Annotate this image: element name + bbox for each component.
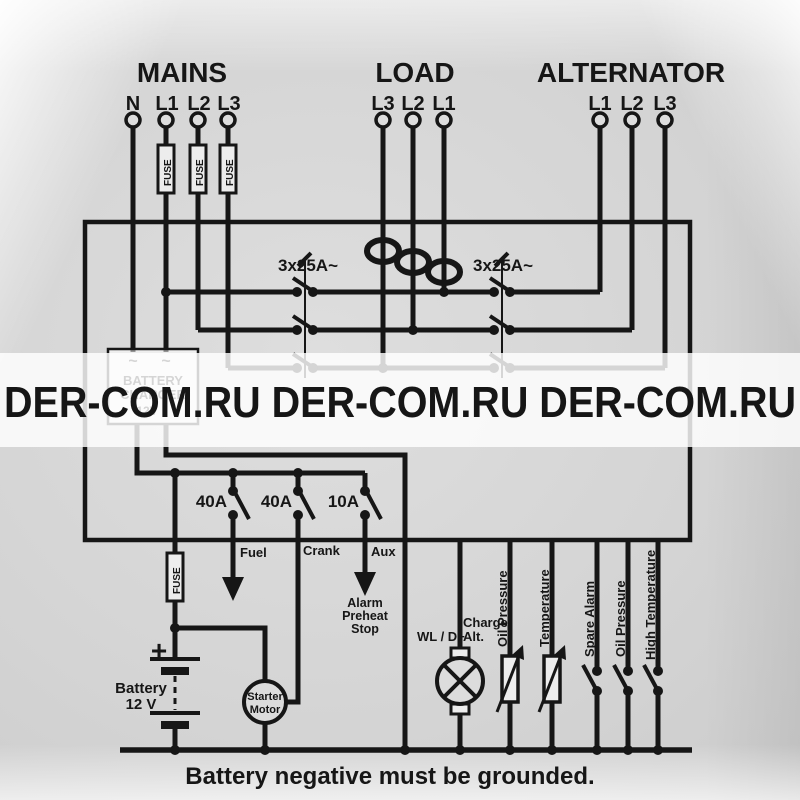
battery-voltage: 12 V	[126, 696, 157, 713]
fuse-icon	[165, 551, 185, 603]
battery-short-plates-icon	[161, 667, 189, 729]
watermark-band	[0, 353, 800, 447]
terminal-alt-l1	[591, 111, 609, 129]
breaker-wires	[230, 473, 368, 705]
output-label-crank: Crank	[303, 543, 341, 558]
sender-arrowhead-icon	[512, 645, 524, 660]
lamp-cross-icon	[442, 663, 478, 699]
wiring	[120, 127, 692, 753]
terminal-mains-l2	[189, 111, 207, 129]
sender-arrow-icon	[495, 657, 520, 713]
contactor-blades-icon	[488, 251, 516, 372]
sensor-wires	[457, 540, 661, 750]
starter-motor: Starter Motor	[242, 679, 288, 725]
current-transformers	[364, 237, 463, 286]
charge-label: Charge	[463, 615, 508, 630]
spare-alarm-label: Spare Alarm	[582, 581, 597, 657]
terminal-label: L1	[588, 93, 611, 115]
charge-lamp: WL / D+ Charge Alt.	[417, 615, 508, 716]
load-title: LOAD	[375, 57, 454, 88]
mains-contactor-rating: 3x25A~	[278, 256, 338, 275]
terminal-mains-l1	[157, 111, 175, 129]
aux-arrow-icon	[354, 572, 376, 596]
battery: + Battery 12 V	[115, 635, 200, 729]
alternator-wires	[597, 127, 668, 368]
fuse-label: FUSE	[225, 159, 236, 186]
terminal-mains-l3	[219, 111, 237, 129]
terminal-label: L3	[371, 93, 394, 115]
dc-breakers: 40A 40A 10A Fuel Crank Aux Alarm Preheat…	[196, 486, 396, 636]
watermark: DER-COM.RU DER-COM.RU DER-COM.RU	[0, 353, 800, 447]
output-label-fuel: Fuel	[240, 545, 267, 560]
fuse-label: FUSE	[163, 159, 174, 186]
battery-label: Battery	[115, 680, 167, 697]
oil-sender-label: Oil Pressure	[495, 570, 510, 647]
terminal-label: L3	[653, 93, 676, 115]
mains-wires	[130, 127, 231, 368]
fuel-arrow-icon	[222, 577, 244, 601]
fuse-icon	[156, 143, 176, 195]
battery-plus-sign: +	[151, 635, 167, 666]
dc-wires	[134, 424, 408, 750]
battery-long-plates-icon	[150, 657, 200, 715]
terminal-alt-l2	[623, 111, 641, 129]
charge-label: Alt.	[463, 629, 484, 644]
sender-arrowhead-icon	[554, 645, 566, 660]
current-transformer-icon	[394, 248, 432, 276]
starter-label: Starter	[247, 691, 283, 703]
oil-switch-label: Oil Pressure	[613, 580, 628, 657]
terminal-labels: N L1 L2 L3 L3 L2 L1 L1 L2 L3	[126, 93, 677, 115]
fuse-icon	[188, 143, 208, 195]
terminal-label: L2	[620, 93, 643, 115]
terminal-load-l2	[404, 111, 422, 129]
fuse-icon	[218, 143, 238, 195]
terminal-label: L1	[155, 93, 178, 115]
breaker-rating: 40A	[261, 492, 292, 511]
fuse-label: FUSE	[172, 567, 183, 594]
current-transformer-icon	[425, 258, 463, 286]
battery-fuse: FUSE	[165, 551, 185, 603]
mains-title: MAINS	[137, 57, 227, 88]
sender-arrow-icon	[537, 657, 562, 713]
current-transformer-icon	[364, 237, 402, 265]
terminal-alt-l3	[656, 111, 674, 129]
oil-pressure-sender: Oil Pressure	[495, 570, 524, 713]
wl-label: WL / D+	[417, 629, 465, 644]
terminal-load-l3	[374, 111, 392, 129]
watermark-text: DER-COM.RU DER-COM.RU DER-COM.RU	[4, 378, 796, 427]
generator-contactor-rating: 3x25A~	[473, 256, 533, 275]
aux-note: Stop	[351, 622, 379, 636]
terminal-load-l1	[435, 111, 453, 129]
footer-note: Battery negative must be grounded.	[185, 763, 594, 790]
terminal-label: L1	[432, 93, 455, 115]
alternator-title: ALTERNATOR	[537, 57, 725, 88]
fuse-label: FUSE	[195, 159, 206, 186]
terminals	[124, 111, 674, 129]
high-temp-label: High Temperature	[643, 550, 658, 660]
terminal-mains-n	[124, 111, 142, 129]
terminal-label: L2	[401, 93, 424, 115]
breaker-rating: 40A	[196, 492, 227, 511]
aux-note: Preheat	[342, 609, 389, 623]
aux-note: Alarm	[347, 596, 382, 610]
temperature-sender: Temperature	[537, 569, 566, 713]
alarm-switches: Spare Alarm Oil Pressure High Temperatur…	[581, 550, 660, 692]
temp-sender-label: Temperature	[537, 569, 552, 647]
starter-motor-icon	[242, 679, 288, 725]
starter-label: Motor	[250, 704, 281, 716]
mains-fuses: FUSE FUSE FUSE	[156, 143, 238, 195]
breaker-rating: 10A	[328, 492, 359, 511]
output-label-aux: Aux	[371, 544, 396, 559]
terminal-label: L2	[187, 93, 210, 115]
contactor-blades-icon	[291, 251, 319, 372]
terminal-label: L3	[217, 93, 240, 115]
terminal-label: N	[126, 93, 140, 115]
